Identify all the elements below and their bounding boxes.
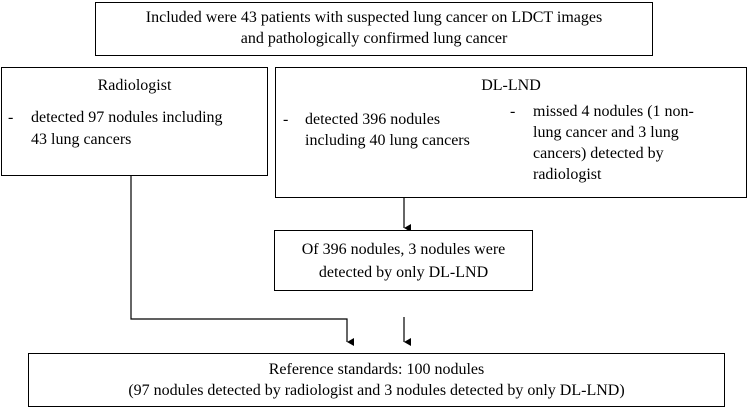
dl-lnd-item2-line3: cancers) detected by	[533, 145, 664, 162]
dl-lnd-item1-line1: detected 396 nodules	[305, 111, 441, 128]
dl-lnd-item2-line1: missed 4 nodules (1 non-	[533, 103, 694, 120]
radiologist-text-line1: detected 97 nodules including	[31, 109, 223, 126]
dl-lnd-item2-line2: lung cancer and 3 lung	[533, 124, 679, 141]
dl-lnd-bullet1: -	[283, 111, 289, 128]
dl-lnd-only-box: Of 396 nodules, 3 nodules were detected …	[274, 230, 533, 291]
inclusion-box: Included were 43 patients with suspected…	[95, 2, 653, 56]
dl-lnd-item1-line2: including 40 lung cancers	[305, 132, 470, 149]
radiologist-bullet: -	[8, 109, 14, 126]
dl-lnd-item2-line4: radiologist	[533, 166, 602, 183]
dl-lnd-only-line1: Of 396 nodules, 3 nodules were	[301, 241, 506, 258]
inclusion-text-line2: and pathologically confirmed lung cancer	[240, 30, 508, 47]
connector-radiologist-to-bottom	[130, 176, 354, 346]
radiologist-box: Radiologist - detected 97 nodules includ…	[1, 67, 268, 176]
dl-lnd-bullet2: -	[510, 103, 516, 120]
dl-lnd-box: DL-LND - detected 396 nodules including …	[275, 67, 747, 198]
radiologist-text-line2: 43 lung cancers	[31, 131, 132, 148]
reference-standards-line2: (97 nodules detected by radiologist and …	[128, 382, 625, 399]
inclusion-text-line1: Included were 43 patients with suspected…	[145, 9, 603, 26]
reference-standards-box: Reference standards: 100 nodules (97 nod…	[28, 353, 725, 407]
dl-lnd-only-line2: detected by only DL-LND	[318, 264, 489, 281]
reference-standards-line1: Reference standards: 100 nodules	[268, 361, 485, 378]
dl-lnd-title: DL-LND	[481, 77, 541, 94]
radiologist-title: Radiologist	[97, 77, 172, 94]
